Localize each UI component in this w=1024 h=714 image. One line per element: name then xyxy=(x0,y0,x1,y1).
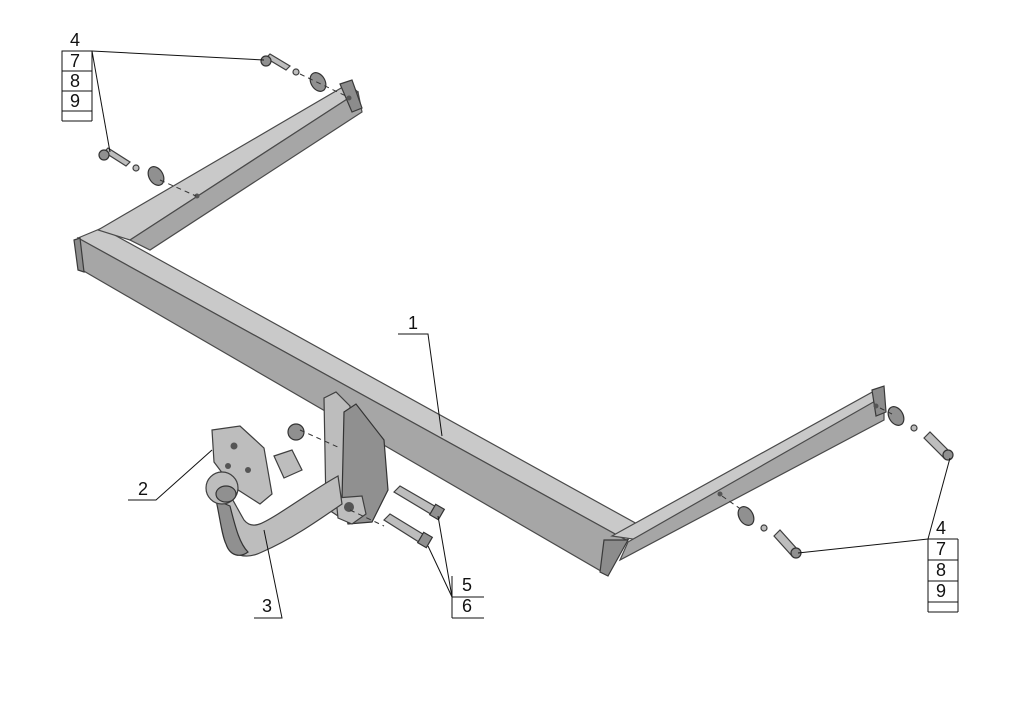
callout-right-7-label: 7 xyxy=(936,539,946,559)
callout-3-label: 3 xyxy=(262,596,272,616)
left-side-arm xyxy=(96,79,363,251)
cross-beam xyxy=(73,227,650,577)
callout-1: 1 xyxy=(398,313,443,437)
right-side-arm xyxy=(610,385,887,562)
callout-6-label: 6 xyxy=(462,596,472,616)
center-bolts xyxy=(299,429,446,549)
callout-1-label: 1 xyxy=(408,313,418,333)
callout-2: 2 xyxy=(128,449,213,501)
callout-5-label: 5 xyxy=(462,575,472,595)
callout-left-8-label: 8 xyxy=(70,71,80,91)
callout-left-4-label: 4 xyxy=(70,30,80,50)
callout-bolts: 5 6 xyxy=(427,515,484,619)
callout-right-4-label: 4 xyxy=(936,518,946,538)
right-fasteners-bottom xyxy=(721,495,802,559)
callout-right-9-label: 9 xyxy=(936,581,946,601)
callout-left-group: 4 7 8 9 xyxy=(61,30,265,153)
right-fasteners-top xyxy=(879,406,954,461)
left-fasteners-bottom xyxy=(98,147,197,197)
callout-left-7-label: 7 xyxy=(70,51,80,71)
callout-3: 3 xyxy=(254,529,283,619)
callout-2-label: 2 xyxy=(138,479,148,499)
left-fasteners-top xyxy=(260,53,347,97)
callout-right-8-label: 8 xyxy=(936,560,946,580)
callout-left-9-label: 9 xyxy=(70,91,80,111)
tow-ball-flange xyxy=(205,423,305,505)
callout-right-group: 4 7 8 9 xyxy=(797,457,959,613)
